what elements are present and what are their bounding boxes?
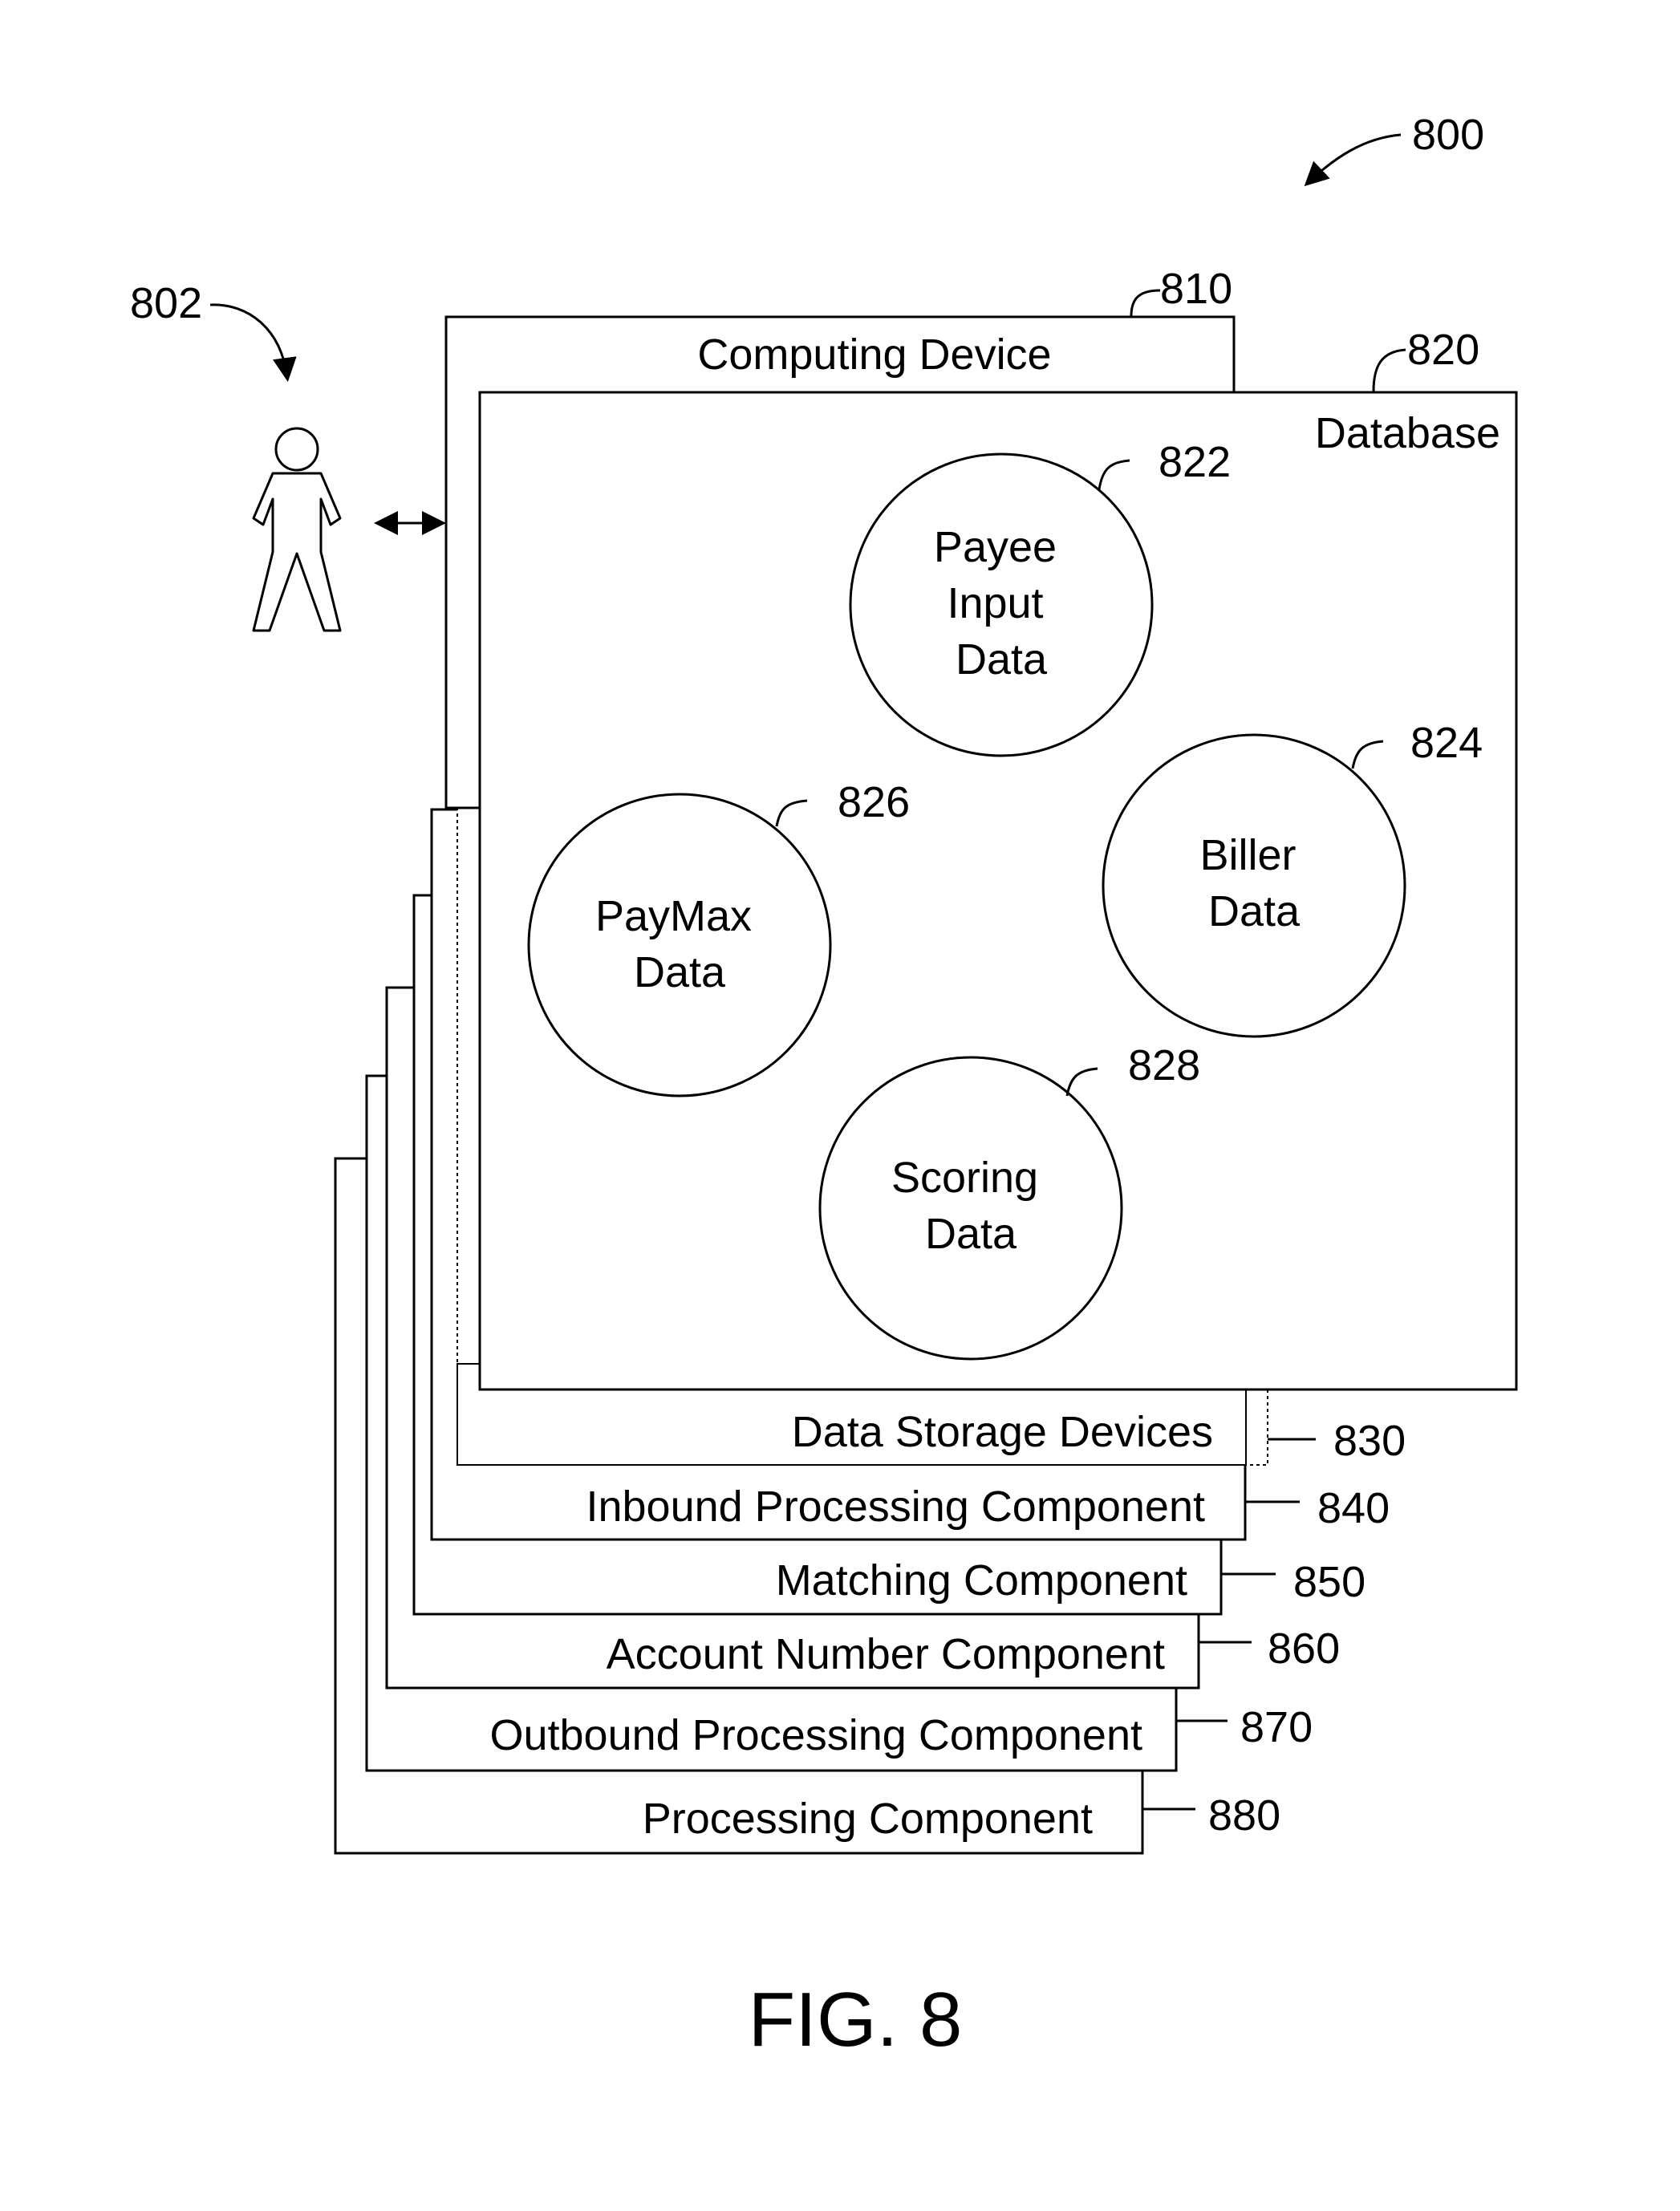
ref-830: 830 bbox=[1333, 1417, 1406, 1465]
component-label-860: Account Number Component bbox=[607, 1630, 1165, 1678]
ref-802: 802 bbox=[130, 279, 202, 327]
component-label-840: Inbound Processing Component bbox=[586, 1483, 1205, 1531]
scoring-data-circle bbox=[820, 1057, 1122, 1359]
leader-820 bbox=[1374, 350, 1406, 391]
ref-820: 820 bbox=[1407, 326, 1479, 374]
ref-826: 826 bbox=[838, 778, 910, 826]
ref-822: 822 bbox=[1159, 438, 1231, 486]
figure-pointer-arrow bbox=[1308, 135, 1401, 183]
component-label-830: Data Storage Devices bbox=[792, 1408, 1213, 1456]
component-label-850: Matching Component bbox=[776, 1556, 1187, 1604]
database-label: Database bbox=[1315, 409, 1500, 457]
ref-840: 840 bbox=[1317, 1484, 1390, 1532]
ref-810: 810 bbox=[1160, 265, 1232, 313]
biller-data-circle bbox=[1103, 735, 1405, 1037]
ref-870: 870 bbox=[1240, 1703, 1313, 1751]
ref-850: 850 bbox=[1293, 1558, 1366, 1606]
figure-caption: FIG. 8 bbox=[749, 1977, 963, 2063]
user-pointer-arrow bbox=[210, 305, 287, 377]
ref-828: 828 bbox=[1128, 1041, 1200, 1089]
component-label-880: Processing Component bbox=[643, 1795, 1093, 1843]
computing-device-label: Computing Device bbox=[697, 331, 1051, 379]
leader-810 bbox=[1131, 290, 1160, 316]
user-icon bbox=[254, 428, 340, 631]
ref-880: 880 bbox=[1208, 1791, 1280, 1840]
paymax-data-circle bbox=[529, 794, 830, 1096]
ref-824: 824 bbox=[1410, 719, 1483, 767]
ref-800: 800 bbox=[1412, 111, 1484, 159]
component-label-870: Outbound Processing Component bbox=[489, 1711, 1142, 1759]
ref-860: 860 bbox=[1268, 1625, 1340, 1673]
